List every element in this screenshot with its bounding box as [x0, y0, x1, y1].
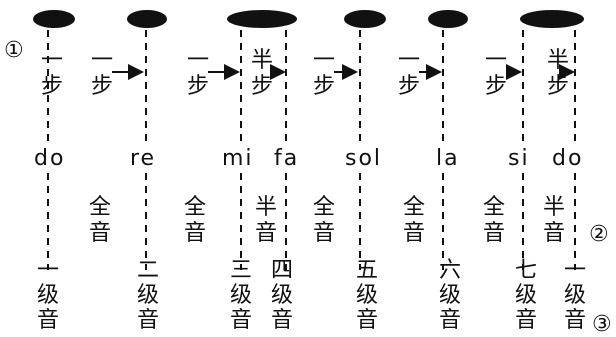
- note-head-blob-1: [33, 10, 75, 28]
- step-label-6: 一步: [397, 48, 420, 99]
- step-label-3: 一步: [186, 48, 209, 99]
- note-label-3: mi: [222, 146, 254, 171]
- step-label-7: 一步: [484, 48, 507, 99]
- note-head-blob-5: [428, 10, 468, 28]
- step-label-2: 一步: [90, 48, 113, 99]
- note-label-5: sol: [345, 146, 383, 171]
- note-label-1: do: [34, 146, 66, 171]
- note-head-blob-4: [344, 10, 386, 28]
- row-marker-3: ③: [592, 312, 612, 337]
- degree-label-7: 七级音: [514, 258, 537, 333]
- interval-label-4: 全音: [312, 195, 335, 246]
- degree-label-1: 一级音: [36, 258, 59, 333]
- note-label-6: la: [436, 146, 460, 171]
- degree-label-2: 二级音: [136, 258, 159, 333]
- row-marker-2: ②: [589, 222, 609, 247]
- note-head-blob-2: [127, 10, 167, 28]
- degree-label-4: 四级音: [270, 258, 293, 333]
- degree-label-3: 三级音: [229, 258, 252, 333]
- degree-label-8: 一级音: [563, 258, 586, 333]
- step-label-8: 半步: [546, 48, 569, 99]
- note-label-4: fa: [274, 146, 300, 171]
- interval-label-1: 全音: [88, 195, 111, 246]
- note-label-8: do: [552, 146, 584, 171]
- interval-label-7: 半音: [542, 195, 565, 246]
- interval-label-5: 全音: [402, 195, 425, 246]
- interval-label-6: 全音: [482, 195, 505, 246]
- step-label-4: 半步: [250, 48, 273, 99]
- row-marker-1: ①: [4, 38, 24, 63]
- interval-label-3: 半音: [254, 195, 277, 246]
- interval-label-2: 全音: [183, 195, 206, 246]
- degree-label-5: 五级音: [355, 258, 378, 333]
- note-head-blob-3: [227, 10, 297, 28]
- step-label-5: 一步: [312, 48, 335, 99]
- note-label-7: si: [508, 146, 530, 171]
- note-head-blob-6: [520, 10, 584, 28]
- note-label-2: re: [130, 146, 157, 171]
- step-label-1: 一步: [40, 48, 63, 99]
- degree-label-6: 六级音: [438, 258, 461, 333]
